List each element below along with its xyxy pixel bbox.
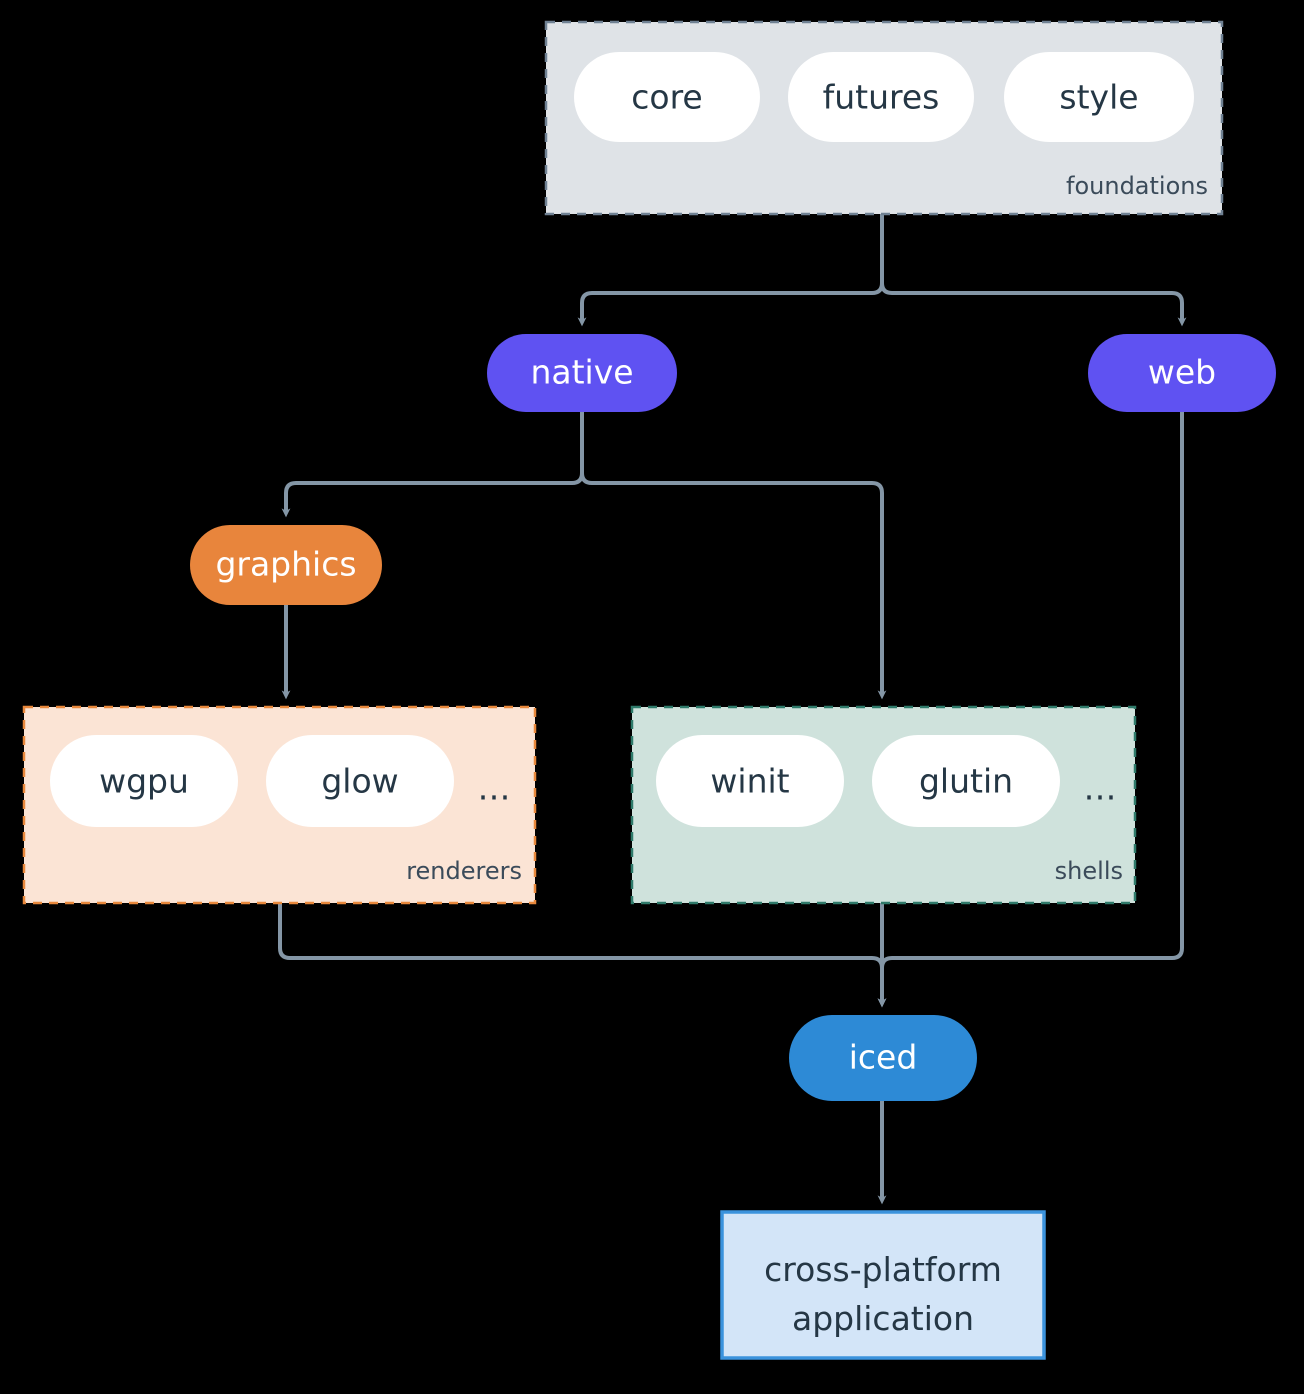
node-iced-label: iced bbox=[849, 1038, 918, 1077]
pill-style-label: style bbox=[1059, 78, 1138, 117]
pill-core-shape bbox=[574, 52, 760, 142]
pill-core[interactable]: core bbox=[574, 52, 760, 142]
edge-web-to-iced bbox=[877, 412, 1184, 1008]
pill-wgpu[interactable]: wgpu bbox=[50, 735, 238, 827]
pill-style[interactable]: style bbox=[1004, 52, 1194, 142]
pill-wgpu-shape bbox=[50, 735, 238, 827]
group-foundations-label: foundations bbox=[1066, 172, 1208, 200]
group-renderers: wgpu glow … renderers bbox=[22, 705, 537, 905]
pill-core-label: core bbox=[631, 78, 702, 117]
group-shells: winit glutin … shells bbox=[630, 705, 1137, 905]
node-web-label: web bbox=[1148, 353, 1216, 392]
node-native[interactable]: native bbox=[487, 334, 677, 412]
group-shells-label: shells bbox=[1055, 857, 1123, 885]
pill-futures-label: futures bbox=[823, 78, 940, 117]
node-iced[interactable]: iced bbox=[789, 1015, 977, 1101]
pill-glow[interactable]: glow bbox=[266, 735, 454, 827]
renderers-ellipsis: … bbox=[478, 769, 511, 808]
shells-ellipsis: … bbox=[1084, 769, 1117, 808]
box-application[interactable]: cross-platform application bbox=[720, 1210, 1046, 1360]
node-iced-shape bbox=[789, 1015, 977, 1101]
group-foundations: core futures style foundations bbox=[544, 20, 1224, 216]
pill-glutin[interactable]: glutin bbox=[872, 735, 1060, 827]
pill-glutin-label: glutin bbox=[919, 762, 1013, 801]
edge-foundations-to-web bbox=[880, 214, 1187, 327]
pill-glow-shape bbox=[266, 735, 454, 827]
node-native-label: native bbox=[530, 353, 633, 392]
pill-wgpu-label: wgpu bbox=[99, 762, 189, 801]
node-native-shape bbox=[487, 334, 677, 412]
node-graphics-shape bbox=[190, 525, 382, 605]
box-application-line-1: cross-platform bbox=[764, 1250, 1002, 1289]
edge-renderers-to-iced bbox=[278, 903, 887, 1008]
node-web[interactable]: web bbox=[1088, 334, 1276, 412]
edge-foundations-to-native bbox=[577, 214, 884, 327]
pill-style-shape bbox=[1004, 52, 1194, 142]
pill-futures[interactable]: futures bbox=[788, 52, 974, 142]
node-graphics-label: graphics bbox=[215, 545, 356, 584]
pill-winit[interactable]: winit bbox=[656, 735, 844, 827]
box-application-line-2: application bbox=[792, 1299, 974, 1338]
pill-glutin-shape bbox=[872, 735, 1060, 827]
edge-native-to-shells bbox=[580, 412, 887, 700]
pill-winit-label: winit bbox=[710, 762, 789, 801]
node-graphics[interactable]: graphics bbox=[190, 525, 382, 605]
box-application-shape bbox=[720, 1210, 1046, 1360]
pill-glow-label: glow bbox=[321, 762, 398, 801]
edge-native-to-graphics bbox=[281, 412, 584, 518]
pill-futures-shape bbox=[788, 52, 974, 142]
node-web-shape bbox=[1088, 334, 1276, 412]
pill-winit-shape bbox=[656, 735, 844, 827]
edge-layer bbox=[278, 214, 1187, 1205]
group-renderers-label: renderers bbox=[406, 857, 522, 885]
